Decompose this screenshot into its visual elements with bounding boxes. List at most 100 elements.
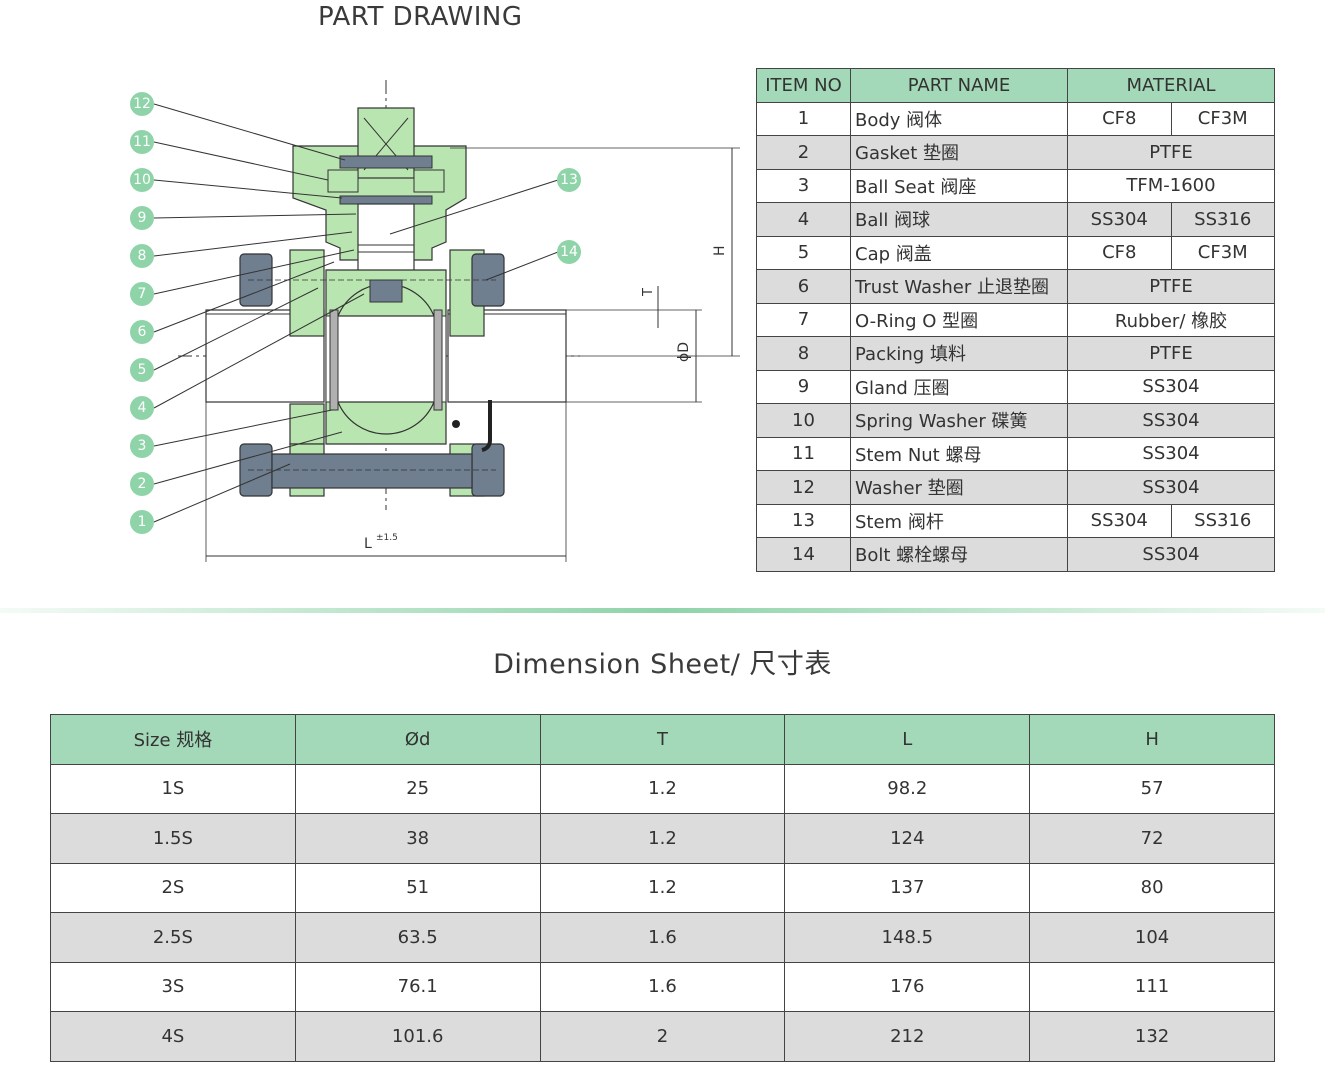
part-name-cell: Body 阀体	[850, 101, 1068, 136]
item-no-cell: 8	[756, 336, 851, 371]
part-name-cell: Gland 压圈	[850, 369, 1068, 404]
l-cell: 98.2	[784, 763, 1031, 814]
header-material: MATERIAL	[1067, 68, 1275, 103]
h-cell: 57	[1029, 763, 1275, 814]
dim-L-label: L	[364, 536, 372, 552]
ball-part	[337, 401, 435, 435]
material-alt-cell: SS316	[1170, 202, 1275, 237]
material-alt-cell: SS316	[1170, 503, 1275, 538]
stem-nut-part	[327, 169, 359, 193]
item-no-cell: 9	[756, 369, 851, 404]
part-name-cell: Stem Nut 螺母	[850, 436, 1068, 471]
callout-4: 4	[130, 396, 154, 420]
callout-5: 5	[130, 358, 154, 382]
h-cell: 72	[1029, 813, 1275, 864]
parts-table-header: ITEM NO PART NAME MATERIAL	[756, 68, 1275, 103]
dimension-table-header: Size 规格 Ød T L H	[50, 714, 1275, 765]
part-name-cell: O-Ring O 型圈	[850, 302, 1068, 337]
material-cell: Rubber/ 橡胶	[1067, 302, 1275, 337]
material-alt-cell: CF3M	[1170, 101, 1275, 136]
valve-part-drawing: H ϕD T L ±1.5	[153, 80, 740, 562]
od-cell: 101.6	[294, 1011, 541, 1062]
t-cell: 1.2	[539, 763, 786, 814]
material-alt-cell: CF3M	[1170, 235, 1275, 270]
part-name-cell: Trust Washer 止退垫圈	[850, 269, 1068, 304]
material-cell: CF8	[1067, 101, 1172, 136]
dim-D-label: ϕD	[676, 342, 692, 362]
callout-2: 2	[130, 472, 154, 496]
part-name-cell: Spring Washer 碟簧	[850, 403, 1068, 438]
item-no-cell: 7	[756, 302, 851, 337]
part-name-cell: Ball Seat 阀座	[850, 168, 1068, 203]
drawing-title: PART DRAWING	[318, 2, 523, 32]
callout-9: 9	[130, 206, 154, 230]
item-no-cell: 5	[756, 235, 851, 270]
l-cell: 176	[784, 961, 1031, 1012]
stem-part	[357, 203, 415, 275]
l-cell: 212	[784, 1011, 1031, 1062]
material-cell: PTFE	[1067, 135, 1275, 170]
callout-7: 7	[130, 282, 154, 306]
item-no-cell: 14	[756, 537, 851, 572]
callout-12: 12	[130, 92, 154, 116]
l-cell: 137	[784, 862, 1031, 913]
part-name-cell: Bolt 螺栓螺母	[850, 537, 1068, 572]
callout-8: 8	[130, 244, 154, 268]
header-size: Size 规格	[50, 714, 296, 765]
header-t: T	[539, 714, 786, 765]
l-cell: 124	[784, 813, 1031, 864]
callout-10: 10	[130, 168, 154, 192]
t-cell: 1.2	[539, 813, 786, 864]
header-part-name: PART NAME	[850, 68, 1068, 103]
part-name-cell: Ball 阀球	[850, 202, 1068, 237]
item-no-cell: 12	[756, 470, 851, 505]
item-no-cell: 6	[756, 269, 851, 304]
dim-H-label: H	[712, 245, 728, 256]
h-cell: 111	[1029, 961, 1275, 1012]
callout-3: 3	[130, 434, 154, 458]
od-cell: 51	[294, 862, 541, 913]
item-no-cell: 4	[756, 202, 851, 237]
dim-T-label: T	[641, 288, 656, 297]
part-name-cell: Gasket 垫圈	[850, 135, 1068, 170]
size-cell: 2S	[50, 862, 296, 913]
size-cell: 2.5S	[50, 912, 296, 963]
material-cell: SS304	[1067, 470, 1275, 505]
item-no-cell: 13	[756, 503, 851, 538]
material-cell: CF8	[1067, 235, 1172, 270]
callout-6: 6	[130, 320, 154, 344]
item-no-cell: 2	[756, 135, 851, 170]
item-no-cell: 1	[756, 101, 851, 136]
size-cell: 4S	[50, 1011, 296, 1062]
callout-14: 14	[557, 240, 581, 264]
section-divider	[0, 608, 1325, 613]
material-cell: SS304	[1067, 537, 1275, 572]
callout-11: 11	[130, 130, 154, 154]
od-cell: 38	[294, 813, 541, 864]
callout-13: 13	[557, 168, 581, 192]
dim-L-tolerance: ±1.5	[376, 533, 398, 543]
callout-1: 1	[130, 510, 154, 534]
size-cell: 3S	[50, 961, 296, 1012]
header-l: L	[784, 714, 1031, 765]
material-cell: SS304	[1067, 436, 1275, 471]
material-cell: SS304	[1067, 503, 1172, 538]
part-name-cell: Washer 垫圈	[850, 470, 1068, 505]
od-cell: 63.5	[294, 912, 541, 963]
t-cell: 1.6	[539, 912, 786, 963]
part-name-cell: Cap 阀盖	[850, 235, 1068, 270]
dimension-sheet-title: Dimension Sheet/ 尺寸表	[493, 649, 832, 680]
